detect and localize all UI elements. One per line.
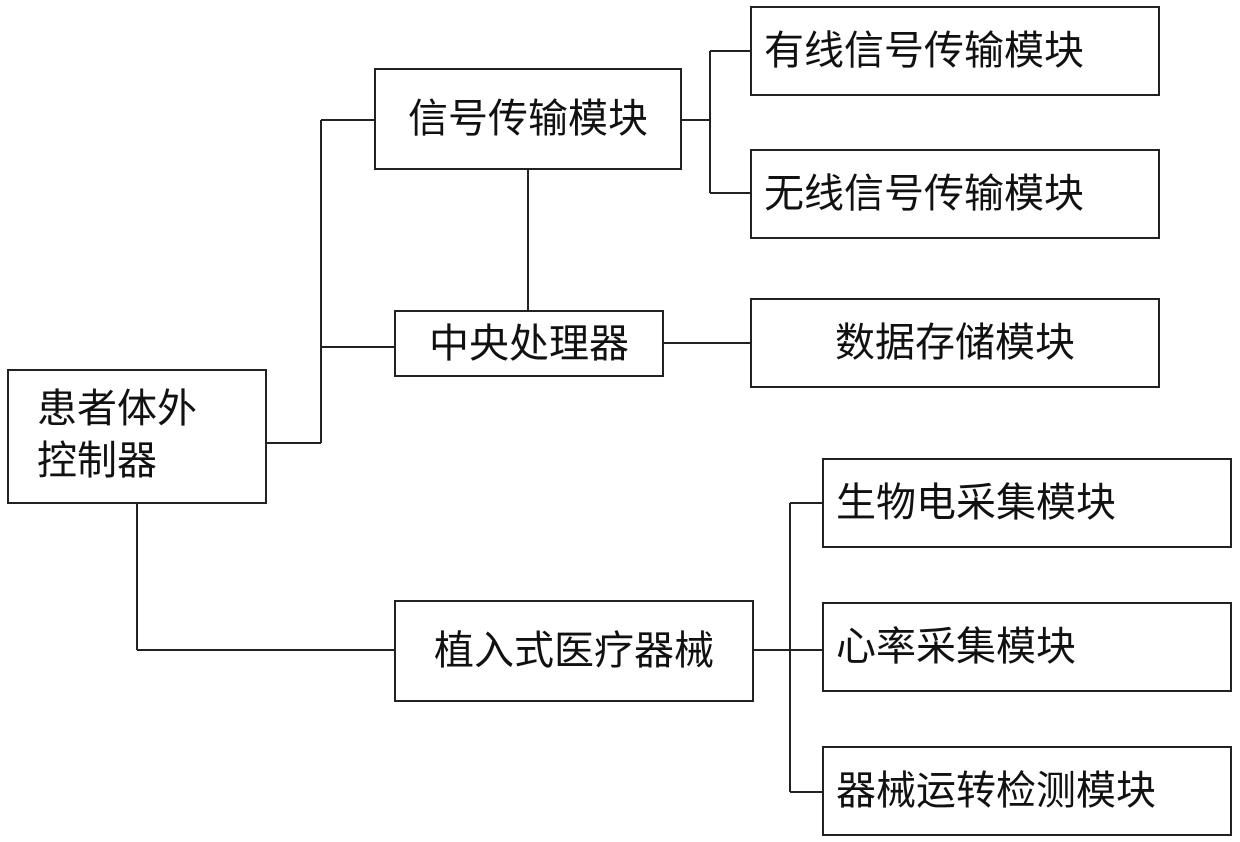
signal-module-box: 信号传输模块 (374, 68, 682, 170)
cpu-box: 中央处理器 (394, 310, 664, 377)
wireless-module-label: 无线信号传输模块 (764, 170, 1084, 218)
heart-module-label: 心率采集模块 (836, 623, 1076, 671)
patient-controller-line2: 控制器 (37, 435, 197, 487)
patient-controller-box: 患者体外 控制器 (7, 369, 267, 504)
bio-module-label: 生物电采集模块 (836, 479, 1116, 527)
implant-label: 植入式医疗器械 (434, 627, 714, 675)
mechanic-module-label: 器械运转检测模块 (836, 767, 1156, 815)
wired-module-label: 有线信号传输模块 (764, 27, 1084, 75)
bio-module-box: 生物电采集模块 (822, 458, 1232, 548)
patient-controller-line1: 患者体外 (37, 383, 197, 435)
mechanic-module-box: 器械运转检测模块 (822, 746, 1232, 836)
cpu-label: 中央处理器 (429, 320, 629, 368)
wireless-module-box: 无线信号传输模块 (750, 149, 1160, 239)
storage-module-box: 数据存储模块 (750, 298, 1160, 388)
heart-module-box: 心率采集模块 (822, 602, 1232, 692)
implant-box: 植入式医疗器械 (394, 600, 754, 702)
wired-module-box: 有线信号传输模块 (750, 6, 1160, 96)
signal-module-label: 信号传输模块 (408, 95, 648, 143)
storage-module-label: 数据存储模块 (835, 319, 1075, 367)
